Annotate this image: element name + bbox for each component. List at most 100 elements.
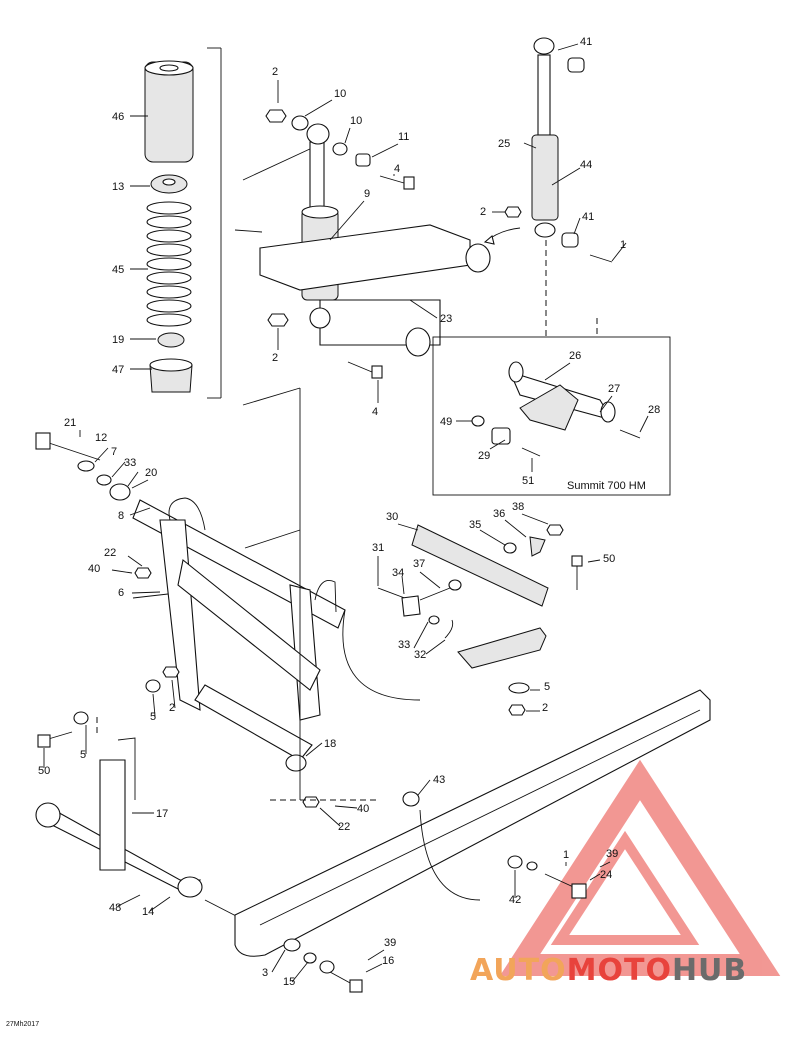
rail: [234, 689, 711, 993]
callout-45: 45: [112, 264, 124, 276]
callout-21: 21: [64, 417, 76, 429]
callout-leader: [305, 742, 323, 757]
spring-washer: [157, 332, 185, 348]
figure-code: 27Mh2017: [6, 1021, 39, 1028]
callout-8: 8: [118, 510, 124, 522]
callout-leader: [94, 447, 109, 463]
callout-42: 42: [509, 894, 521, 906]
callout-leader: [149, 896, 171, 912]
callout-5: 5: [544, 681, 550, 693]
callout-leader: [587, 559, 601, 563]
callout-2: 2: [542, 702, 548, 714]
callout-49: 49: [440, 416, 452, 428]
callout-40: 40: [88, 563, 100, 575]
callout-24: 24: [600, 869, 612, 881]
callout-leader: [291, 961, 309, 983]
callout-4: 4: [394, 163, 400, 175]
callout-27: 27: [608, 383, 620, 395]
callout-16: 16: [382, 955, 394, 967]
callout-11: 11: [398, 131, 409, 143]
callout-leader: [489, 439, 506, 450]
callout-10: 10: [350, 115, 362, 127]
callout-leader: [334, 805, 358, 809]
callout-1: 1: [563, 849, 569, 861]
cross-shaft: [234, 224, 491, 379]
callout-39: 39: [384, 937, 396, 949]
callout-31: 31: [372, 542, 384, 554]
callout-34: 34: [392, 567, 404, 579]
callout-18: 18: [324, 738, 336, 750]
callout-leader: [111, 461, 126, 478]
callout-leader: [117, 894, 141, 907]
callout-41: 41: [582, 211, 594, 223]
callout-50: 50: [38, 765, 50, 777]
callout-leader: [329, 200, 365, 241]
callout-48: 48: [109, 902, 121, 914]
callout-2: 2: [272, 352, 278, 364]
callout-leader: [523, 142, 537, 149]
callout-leader: [129, 507, 151, 516]
callout-leader: [589, 873, 601, 881]
callout-leader: [397, 523, 419, 531]
callout-leader: [419, 571, 441, 589]
watermark-text: AUTOMOTOHUB: [470, 953, 747, 988]
callout-10: 10: [334, 88, 346, 100]
callout-44: 44: [580, 159, 592, 171]
callout-25: 25: [498, 138, 510, 150]
callout-leader: [409, 299, 438, 319]
callout-3: 3: [262, 967, 268, 979]
callout-50: 50: [603, 553, 615, 565]
callout-leader: [544, 362, 571, 381]
callout-1: 1: [620, 239, 626, 251]
callout-51: 51: [522, 475, 534, 487]
callout-38: 38: [512, 501, 524, 513]
callout-29: 29: [478, 450, 490, 462]
callout-leader: [599, 395, 613, 413]
callout-26: 26: [569, 350, 581, 362]
callout-22: 22: [104, 547, 116, 559]
callout-leader: [504, 519, 527, 538]
callout-leader: [599, 861, 611, 868]
callout-leader: [304, 99, 333, 117]
callout-leader: [573, 217, 581, 235]
callout-33: 33: [398, 639, 410, 651]
callout-leader: [152, 693, 156, 717]
callout-leader: [111, 569, 133, 574]
callout-17: 17: [156, 808, 168, 820]
callout-30: 30: [386, 511, 398, 523]
nut-2b: [267, 313, 289, 327]
callout-28: 28: [648, 404, 660, 416]
watermark-auto: AUTO: [470, 953, 567, 988]
callout-37: 37: [413, 558, 425, 570]
callout-leader: [639, 415, 649, 433]
callout-leader: [271, 949, 286, 973]
callout-14: 14: [142, 906, 154, 918]
callout-6: 6: [118, 587, 124, 599]
callout-22: 22: [338, 821, 350, 833]
callout-47: 47: [112, 364, 124, 376]
callout-43: 43: [433, 774, 445, 786]
callout-36: 36: [493, 508, 505, 520]
callout-39: 39: [606, 848, 618, 860]
callout-leader: [413, 621, 429, 649]
rear-shock: [483, 37, 613, 263]
callout-leader: [127, 555, 143, 567]
callout-12: 12: [95, 432, 107, 444]
callout-15: 15: [283, 976, 295, 988]
callout-leader: [401, 575, 405, 595]
callout-leader: [131, 479, 149, 489]
callout-2: 2: [480, 206, 486, 218]
callout-leader: [611, 242, 627, 262]
spring-cover: [144, 61, 194, 163]
automotohub-logo: [499, 759, 781, 976]
spring-assembly: [144, 47, 222, 399]
main-frame: [35, 387, 421, 800]
callout-leader: [371, 143, 399, 158]
callout-2: 2: [169, 702, 175, 714]
callout-7: 7: [111, 446, 117, 458]
callout-leader: [319, 807, 341, 827]
callout-leader: [131, 591, 161, 594]
